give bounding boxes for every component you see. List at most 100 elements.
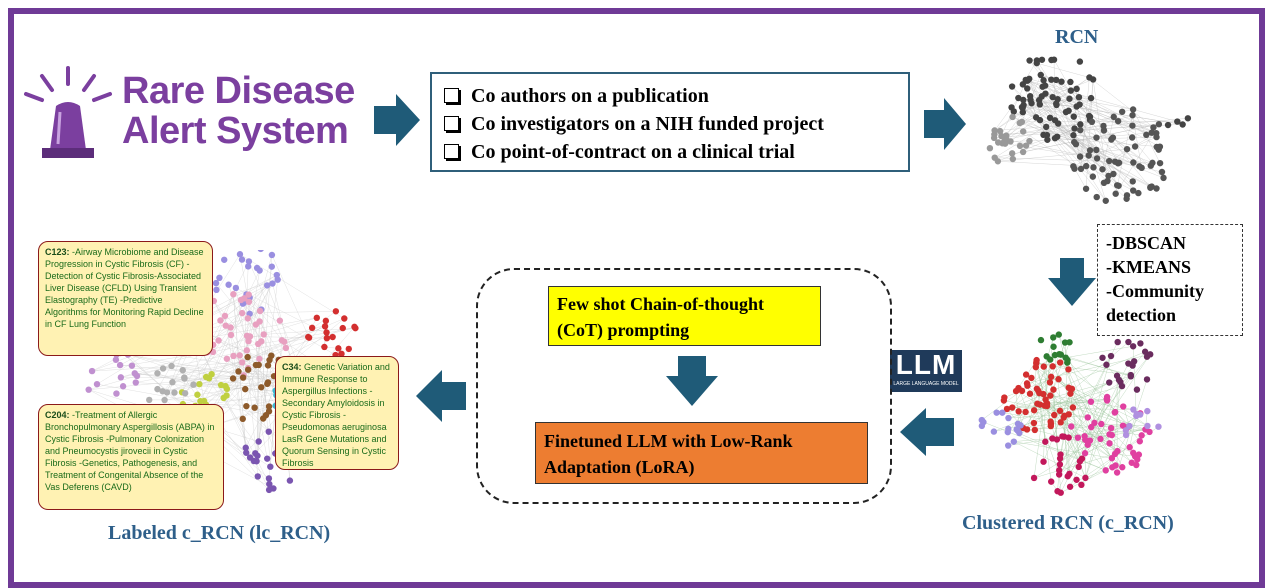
checkbox-icon — [444, 116, 459, 131]
network-edge — [249, 297, 283, 341]
network-node — [117, 374, 125, 381]
network-node — [1052, 76, 1060, 84]
network-node — [243, 449, 250, 456]
network-node — [250, 457, 258, 465]
network-node — [1120, 403, 1127, 410]
network-node — [1024, 85, 1031, 92]
network-edge — [1135, 136, 1157, 147]
network-node — [1050, 386, 1057, 393]
network-node — [236, 251, 244, 258]
network-edge — [1022, 104, 1080, 109]
network-node — [1114, 117, 1122, 125]
network-node — [260, 331, 267, 338]
source-item: Co investigators on a NIH funded project — [432, 110, 908, 138]
network-node — [244, 353, 251, 361]
network-node — [1073, 85, 1080, 93]
network-node — [1043, 402, 1051, 410]
network-node — [1027, 96, 1034, 104]
network-node — [1005, 414, 1012, 422]
network-node — [1070, 113, 1077, 120]
network-node — [1156, 143, 1164, 150]
network-node — [1130, 406, 1137, 413]
network-node — [1129, 343, 1137, 350]
network-node — [232, 284, 240, 292]
network-node — [281, 338, 288, 345]
network-node — [1026, 57, 1033, 64]
network-node — [1082, 474, 1089, 482]
network-node — [241, 295, 248, 302]
network-node — [1144, 407, 1151, 415]
network-node — [1108, 455, 1116, 462]
callout-c123: C123: -Airway Microbiome and Disease Pro… — [38, 241, 213, 356]
network-node — [265, 408, 273, 415]
algorithm-item: -DBSCAN — [1106, 233, 1187, 253]
network-node — [341, 315, 348, 322]
network-node — [1085, 152, 1092, 159]
network-edge — [240, 299, 336, 356]
network-node — [268, 263, 275, 270]
network-node — [1043, 131, 1051, 139]
network-node — [239, 415, 246, 423]
network-node — [1150, 124, 1157, 131]
network-node — [1130, 358, 1138, 365]
network-node — [1048, 76, 1055, 83]
network-node — [313, 314, 321, 322]
network-node — [335, 345, 342, 352]
network-node — [1125, 338, 1132, 346]
network-node — [1015, 94, 1022, 102]
network-node — [1091, 419, 1098, 427]
network-edge — [1059, 413, 1141, 475]
network-node — [1125, 360, 1132, 367]
network-node — [216, 274, 223, 282]
network-node — [1038, 56, 1046, 63]
network-edge — [1033, 453, 1116, 479]
network-node — [1020, 101, 1027, 109]
network-node — [244, 366, 252, 373]
network-edge — [1059, 354, 1106, 471]
network-node — [1158, 168, 1166, 176]
network-node — [1093, 146, 1100, 154]
network-node — [256, 355, 263, 363]
network-node — [1067, 78, 1074, 86]
network-edge — [1114, 146, 1136, 162]
network-node — [1160, 174, 1167, 182]
network-node — [1143, 376, 1151, 383]
network-node — [321, 343, 328, 351]
network-node — [1099, 166, 1106, 173]
network-node — [1131, 453, 1139, 460]
network-edge — [1106, 400, 1140, 442]
network-node — [1119, 422, 1127, 429]
network-node — [221, 312, 229, 320]
network-node — [996, 127, 1004, 135]
network-node — [1012, 387, 1020, 395]
network-node — [161, 396, 168, 404]
network-edge — [261, 341, 271, 467]
network-node — [1112, 462, 1119, 469]
network-node — [1129, 178, 1136, 185]
network-node — [1081, 433, 1088, 440]
network-edge — [205, 385, 226, 405]
network-edge — [1084, 425, 1148, 454]
network-node — [116, 361, 124, 369]
network-node — [1037, 71, 1044, 79]
network-node — [264, 455, 271, 462]
network-edge — [162, 335, 248, 392]
network-node — [1102, 197, 1109, 204]
network-edge — [1067, 359, 1130, 427]
network-node — [238, 359, 246, 366]
network-node — [1040, 363, 1047, 370]
network-node — [1055, 471, 1063, 478]
rcn-network-graph — [986, 56, 1192, 204]
network-edge — [1006, 112, 1024, 136]
source-item: Co point-of-contract on a clinical trial — [432, 138, 908, 166]
network-node — [1026, 390, 1034, 397]
network-edge — [203, 283, 273, 402]
network-node — [1107, 424, 1115, 432]
network-node — [1053, 133, 1061, 140]
network-node — [1058, 78, 1065, 85]
network-node — [1123, 145, 1131, 153]
network-node — [1040, 458, 1047, 465]
network-node — [245, 291, 252, 298]
network-edge — [1063, 417, 1069, 477]
network-node — [1086, 437, 1094, 444]
